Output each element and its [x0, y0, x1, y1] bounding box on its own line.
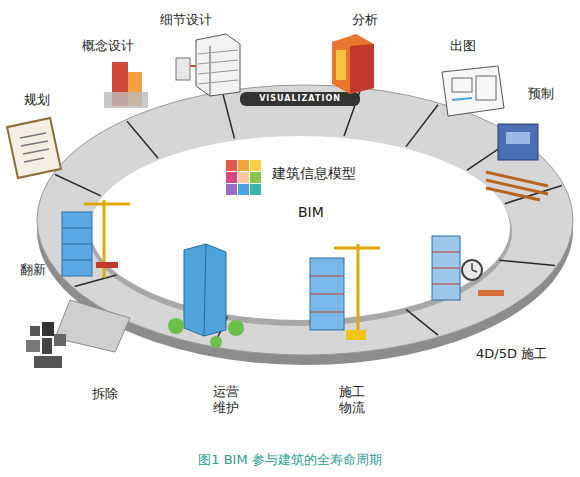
stage-label: 翻新	[20, 262, 46, 278]
figure-caption: 图1 BIM 参与建筑的全寿命周期	[198, 452, 382, 468]
stage-label: 运营 维护	[211, 384, 241, 417]
stage-label: BIM	[298, 204, 324, 222]
construction-building	[310, 244, 380, 340]
segment-divider	[406, 105, 438, 147]
segment-divider	[127, 121, 158, 158]
detail-design-building	[176, 34, 240, 96]
ring-surface	[37, 85, 573, 355]
analysis-model	[332, 34, 374, 94]
segment-divider	[223, 94, 235, 139]
bim-cube-icon	[226, 160, 261, 195]
ring-hole	[90, 136, 510, 320]
stage-label: 4D/5D 施工	[476, 346, 547, 362]
stage-label: 预制	[528, 86, 554, 102]
segment-divider	[499, 260, 555, 265]
planning-clipboard	[7, 118, 61, 178]
stage-label: 建筑信息模型	[272, 165, 356, 183]
renovation-building	[62, 200, 130, 278]
segment-divider	[55, 175, 101, 196]
segment-divider	[406, 309, 438, 335]
stage-label: 施工 物流	[337, 384, 367, 417]
stage-label: 规划	[24, 92, 50, 108]
stage-label: 拆除	[92, 386, 118, 402]
demolition-rubble	[26, 322, 66, 368]
prefabrication-machine	[486, 124, 548, 200]
stage-label: 分析	[352, 12, 378, 28]
band-label: VISUALIZATION	[259, 94, 341, 104]
segment-divider	[75, 275, 117, 287]
stage-label: 细节设计	[160, 12, 212, 28]
visualization-band	[240, 92, 360, 106]
stage-label: 出图	[450, 38, 476, 54]
segment-dividers	[55, 90, 562, 345]
operation-building	[168, 244, 244, 348]
drawing-sheet	[442, 66, 504, 116]
ring-tail	[55, 300, 130, 352]
4d5d-building-clock	[432, 236, 504, 300]
stage-label: 概念设计	[82, 38, 134, 54]
concept-design-model	[104, 62, 148, 108]
